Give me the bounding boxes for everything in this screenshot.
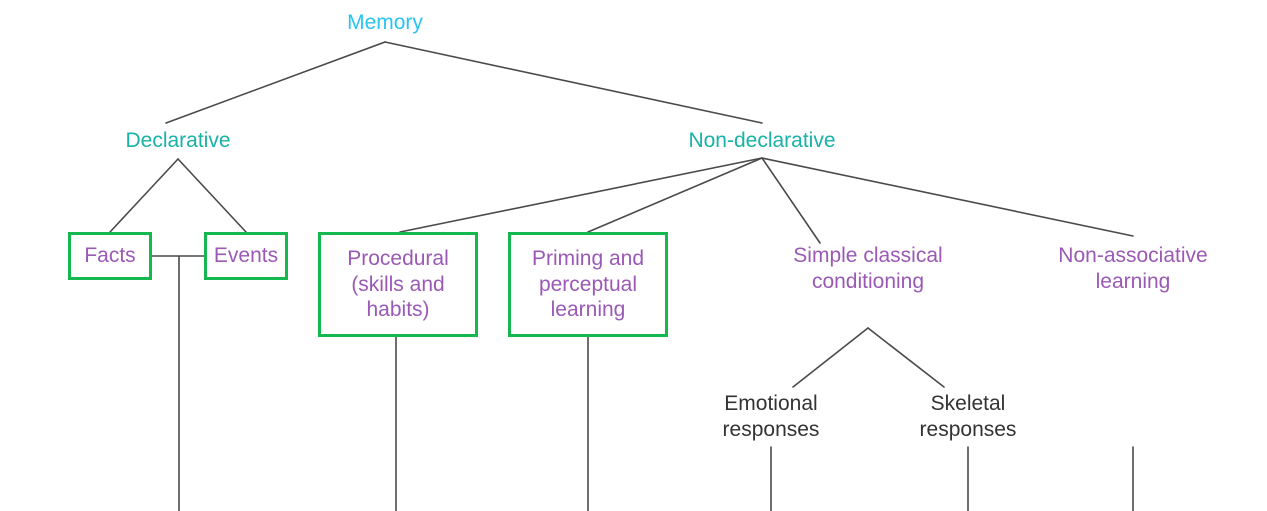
node-non-associative-learning[interactable]: Non-associative learning	[1058, 244, 1208, 293]
node-emotional-responses[interactable]: Emotional responses	[722, 392, 820, 441]
edge-declarative-facts	[109, 158, 179, 233]
node-priming-perceptual-learning[interactable]: Priming and perceptual learning	[508, 232, 668, 337]
node-declarative[interactable]: Declarative	[125, 129, 231, 152]
edge-memory-nondeclarative	[384, 41, 763, 124]
edge-declarative-events	[177, 158, 247, 233]
edge-nondeclarative-classical	[761, 157, 821, 244]
node-skeletal-responses[interactable]: Skeletal responses	[919, 392, 1017, 441]
node-procedural[interactable]: Procedural (skills and habits)	[318, 232, 478, 337]
edge-classical-skeletal	[867, 327, 945, 388]
node-simple-classical-conditioning[interactable]: Simple classical conditioning	[793, 244, 943, 293]
edge-nondeclarative-nonassociative	[761, 157, 1134, 237]
edge-classical-emotional	[792, 327, 869, 388]
node-facts[interactable]: Facts	[68, 232, 152, 280]
edge-nondeclarative-priming	[587, 157, 763, 233]
edge-memory-declarative	[165, 41, 386, 124]
node-events[interactable]: Events	[204, 232, 288, 280]
edge-nondeclarative-procedural	[399, 157, 763, 233]
node-non-declarative[interactable]: Non-declarative	[688, 129, 836, 152]
node-memory[interactable]: Memory	[347, 11, 423, 34]
